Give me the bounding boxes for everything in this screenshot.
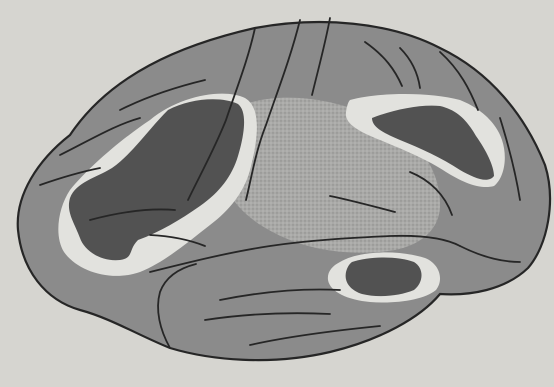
temporal-activation	[346, 258, 422, 297]
